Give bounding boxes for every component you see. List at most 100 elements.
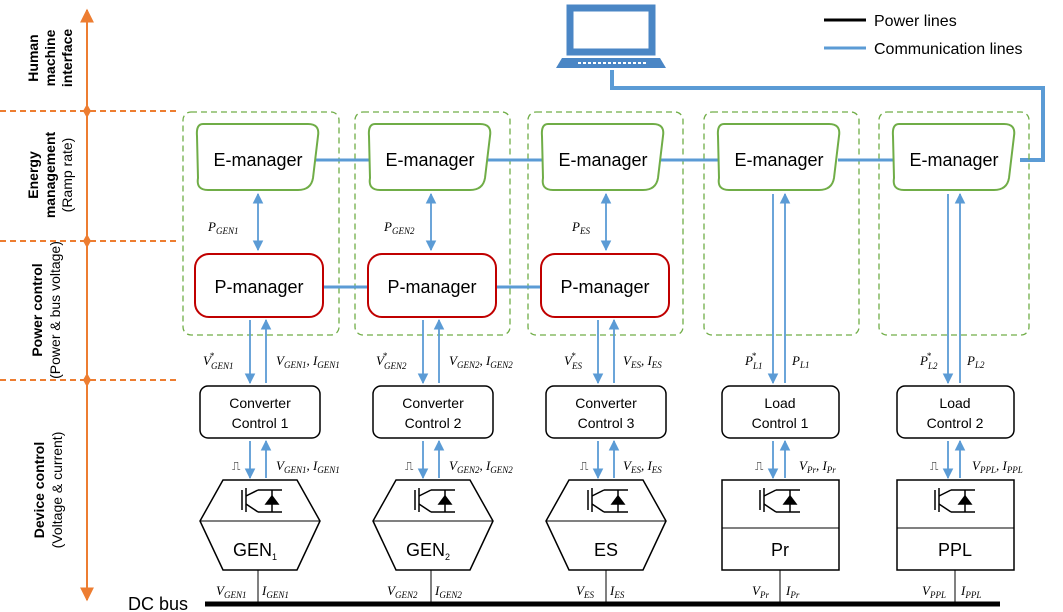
- layer-label-device: Device control (Voltage & current): [31, 432, 65, 549]
- layer-label-power: Power control (Power & bus voltage): [29, 241, 63, 379]
- device-feedback-label: VES, IES: [623, 458, 662, 475]
- igbt-diode-icon: [759, 488, 800, 513]
- svg-text:Power control: Power control: [29, 263, 45, 356]
- legend-power-label: Power lines: [874, 13, 957, 30]
- device-label: GEN2: [406, 540, 450, 562]
- p-signal-label: PGEN2: [383, 219, 415, 236]
- column-gen2: E-manager PGEN2 P-manager VGEN2* VGEN2, …: [367, 123, 513, 602]
- pwm-icon: ⎍: [755, 459, 764, 473]
- pwm-icon: ⎍: [930, 459, 939, 473]
- load-device: [721, 479, 840, 571]
- layer-label-hmi: Human machine interface: [25, 29, 75, 88]
- load-device: [896, 479, 1015, 571]
- feedback-label: VGEN1, IGEN1: [276, 353, 340, 370]
- svg-text:(Ramp rate): (Ramp rate): [59, 138, 75, 213]
- p-manager-label: P-manager: [214, 277, 303, 297]
- ref-signal-label: VES*: [564, 351, 582, 371]
- svg-text:Control 1: Control 1: [232, 415, 289, 431]
- p-manager-box: [367, 253, 497, 318]
- ref-signal-label: PL2*: [919, 351, 938, 371]
- svg-text:(Power & bus voltage): (Power & bus voltage): [47, 241, 63, 379]
- igbt-diode-icon: [241, 488, 282, 513]
- svg-text:Energy: Energy: [25, 151, 41, 199]
- ref-signal-label: VGEN1*: [203, 351, 233, 371]
- svg-text:Control 2: Control 2: [405, 415, 462, 431]
- p-manager-label: P-manager: [560, 277, 649, 297]
- pwm-icon: ⎍: [232, 459, 241, 473]
- e-manager-label: E-manager: [734, 150, 823, 170]
- bus-i-label: IPr: [785, 583, 800, 600]
- svg-text:(Voltage & current): (Voltage & current): [49, 432, 65, 549]
- svg-text:Control 1: Control 1: [752, 415, 809, 431]
- converter-control-box: [372, 385, 494, 439]
- feedback-label: PL2: [966, 353, 985, 370]
- legend: Power lines Communication lines: [824, 13, 1023, 58]
- layer-axis: [0, 8, 180, 602]
- feedback-label: VGEN2, IGEN2: [449, 353, 513, 370]
- pwm-icon: ⎍: [580, 459, 589, 473]
- e-manager-box: [367, 123, 492, 191]
- bus-i-label: IGEN2: [434, 583, 462, 600]
- feedback-label: VES, IES: [623, 353, 662, 370]
- pwm-icon: ⎍: [405, 459, 414, 473]
- ref-signal-label: VGEN2*: [376, 351, 407, 371]
- load-control-box: [896, 385, 1015, 439]
- svg-text:Device control: Device control: [31, 442, 47, 538]
- ref-signal-label: PL1*: [744, 351, 762, 371]
- bus-i-label: IES: [609, 583, 625, 600]
- p-manager-box: [540, 253, 670, 318]
- column-es: E-manager PES P-manager VES* VES, IES Co…: [540, 123, 670, 602]
- svg-text:Control 3: Control 3: [578, 415, 635, 431]
- igbt-diode-icon: [414, 488, 455, 513]
- e-manager-box: [891, 123, 1016, 191]
- device-label: Pr: [771, 540, 789, 560]
- svg-text:Converter: Converter: [402, 395, 464, 411]
- bus-v-label: VGEN2: [387, 583, 418, 600]
- e-manager-box: [540, 123, 665, 191]
- computer-icon: [556, 4, 666, 68]
- legend-comm-label: Communication lines: [874, 41, 1023, 58]
- e-manager-label: E-manager: [385, 150, 474, 170]
- svg-text:management: management: [42, 131, 58, 218]
- svg-text:Load: Load: [764, 395, 795, 411]
- svg-text:interface: interface: [59, 29, 75, 88]
- load-control-box: [721, 385, 840, 439]
- converter-control-box: [545, 385, 667, 439]
- device-label: ES: [594, 540, 618, 560]
- bus-i-label: IPPL: [960, 583, 981, 600]
- bus-v-label: VPr: [752, 583, 769, 600]
- e-manager-label: E-manager: [213, 150, 302, 170]
- column-gen1: E-manager PGEN1 P-manager VGEN1* VGEN1, …: [194, 123, 340, 602]
- svg-text:Human: Human: [25, 34, 41, 81]
- e-manager-label: E-manager: [909, 150, 998, 170]
- svg-text:Converter: Converter: [229, 395, 291, 411]
- bus-v-label: VES: [576, 583, 594, 600]
- p-manager-box: [194, 253, 324, 318]
- bus-v-label: VPPL: [922, 583, 946, 600]
- svg-text:Control 2: Control 2: [927, 415, 984, 431]
- e-manager-box: [716, 123, 841, 191]
- dc-bus-label: DC bus: [128, 594, 188, 612]
- e-manager-label: E-manager: [558, 150, 647, 170]
- device-feedback-label: VGEN1, IGEN1: [276, 458, 340, 475]
- p-signal-label: PES: [571, 219, 590, 236]
- device-label: GEN1: [233, 540, 277, 562]
- svg-text:Load: Load: [939, 395, 970, 411]
- device-feedback-label: VPPL, IPPL: [972, 458, 1023, 475]
- p-manager-label: P-manager: [387, 277, 476, 297]
- device-feedback-label: VPr, IPr: [799, 458, 836, 475]
- feedback-label: PL1: [791, 353, 809, 370]
- p-signal-label: PGEN1: [207, 219, 238, 236]
- bus-v-label: VGEN1: [216, 583, 246, 600]
- e-manager-box: [195, 123, 320, 191]
- igbt-diode-icon: [587, 488, 628, 513]
- column-ppl: E-manager PL2* PL2 Load Control 2 ⎍ VPPL…: [891, 123, 1023, 602]
- svg-text:Converter: Converter: [575, 395, 637, 411]
- device-label: PPL: [938, 540, 972, 560]
- group-frames: [182, 111, 1030, 336]
- bus-i-label: IGEN1: [261, 583, 289, 600]
- converter-control-box: [199, 385, 321, 439]
- svg-text:machine: machine: [42, 29, 58, 86]
- igbt-diode-icon: [934, 488, 975, 513]
